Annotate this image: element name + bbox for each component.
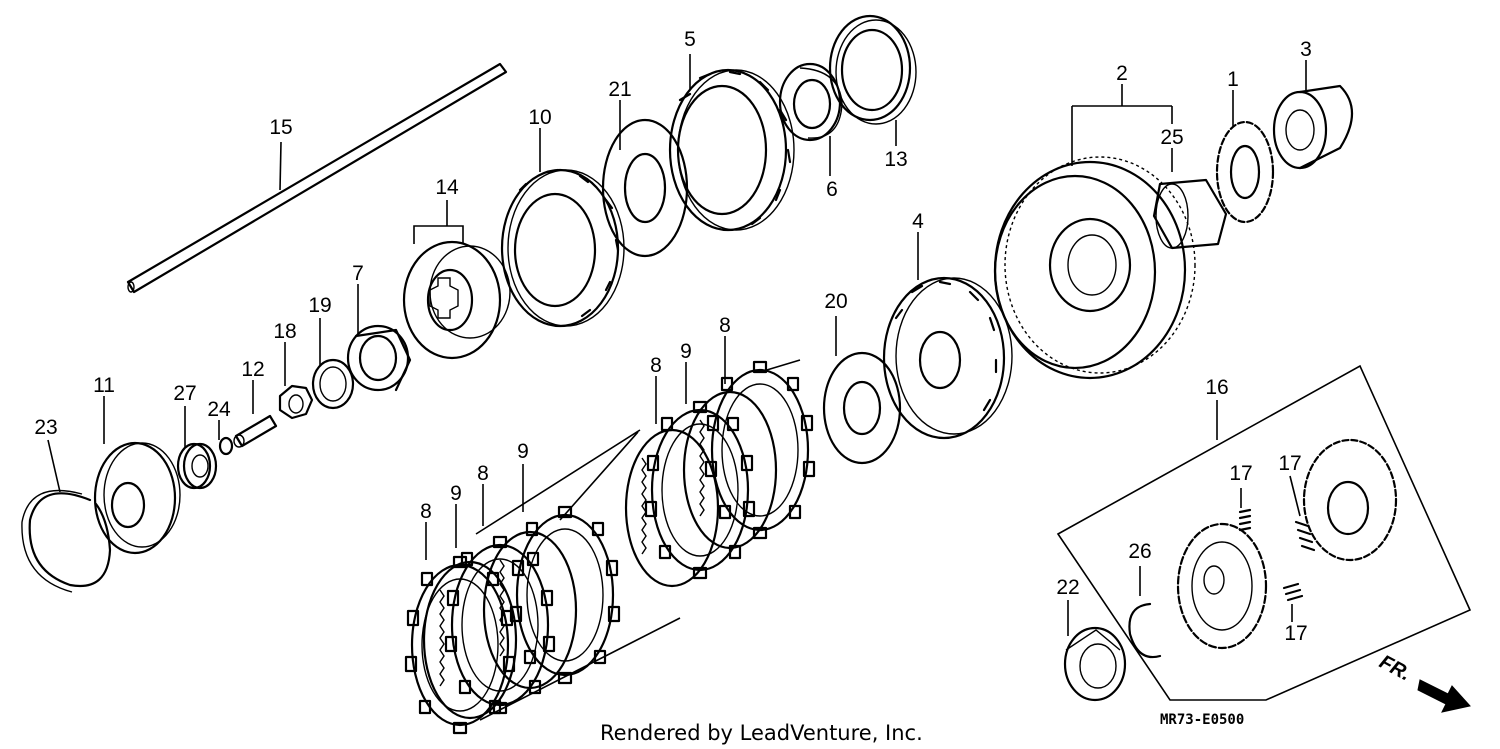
collar-part-6 [778,62,843,142]
clutch-plate-stack-left [404,429,681,735]
leader-lines [47,54,1307,636]
callout-12: 12 [241,358,264,381]
callout-24: 24 [207,398,231,421]
callout-20: 20 [824,290,847,313]
bushing-part-3 [1272,84,1353,170]
callout-27: 27 [173,382,196,405]
callout-23: 23 [34,416,57,439]
bearing-part-22 [1063,626,1127,702]
callout-8-top: 8 [719,314,731,337]
clutch-plate-stack-right [559,359,816,588]
gear-part-1 [1215,120,1275,224]
callout-16: 16 [1205,376,1228,399]
pushrod-part-15 [126,62,508,294]
clip-part-24 [218,436,234,456]
callout-2: 2 [1116,62,1128,85]
washer-part-21 [601,118,689,258]
render-credit: Rendered by LeadVenture, Inc. [600,721,923,745]
front-arrow-icon [1417,679,1471,713]
kit-box-part-16 [1056,364,1472,701]
spring-plate-part-14 [402,240,511,360]
pin-part-12 [233,414,278,448]
callout-8-far-left: 8 [420,500,432,523]
lifter-plate-part-11 [93,441,181,555]
circlip-part-26 [1128,602,1162,659]
callout-19: 19 [308,294,331,317]
callout-26: 26 [1128,540,1151,563]
callout-9-mid: 9 [517,440,529,463]
clutch-outer-part-5 [668,68,795,232]
needle-bearing-part-25 [1152,178,1228,250]
callout-22: 22 [1056,576,1079,599]
diagram-code: MR73-E0500 [1160,712,1244,728]
callout-6: 6 [826,178,838,201]
callout-labels: 15 14 10 21 5 6 13 2 25 1 3 4 20 8 9 8 1… [34,28,1312,645]
clutch-center-part-4 [882,276,1013,440]
callout-14: 14 [435,176,459,199]
callout-10: 10 [528,106,551,129]
clutch-outer-gear-part-2 [993,156,1196,380]
callout-11: 11 [93,374,115,397]
spring-part-17-right [1294,520,1316,552]
callout-1: 1 [1227,68,1239,91]
callout-13: 13 [884,148,907,171]
front-label: FR. [1376,651,1415,686]
needle-bearing-part-13 [828,14,917,125]
callout-17-top: 17 [1229,462,1252,485]
spring-part-17-bottom [1282,582,1304,602]
front-direction-indicator: FR. [1376,651,1471,713]
callout-7: 7 [352,262,364,285]
bearing-part-27 [176,442,218,490]
washer-part-20 [822,351,902,465]
callout-8-left: 8 [477,462,489,485]
callout-8-mid: 8 [650,354,662,377]
spring-part-17-top [1238,508,1252,532]
snap-ring-part-23 [21,489,112,593]
ring-part-19 [311,358,355,410]
hub-part-7 [346,324,412,392]
callout-9-left: 9 [450,482,462,505]
callout-3: 3 [1300,38,1312,61]
callout-21: 21 [608,78,631,101]
pressure-plate-part-10 [500,168,625,328]
callout-9-top: 9 [680,340,692,363]
callout-15: 15 [269,116,292,139]
callout-17-bottom: 17 [1284,622,1307,645]
callout-18: 18 [273,320,296,343]
gear-assembly [1302,438,1398,562]
lock-nut-part-18 [278,384,314,420]
callout-5: 5 [684,28,696,51]
callout-4: 4 [912,210,924,233]
callout-17-right: 17 [1278,452,1301,475]
callout-25: 25 [1160,126,1183,149]
primary-driven-gear [1176,522,1268,650]
